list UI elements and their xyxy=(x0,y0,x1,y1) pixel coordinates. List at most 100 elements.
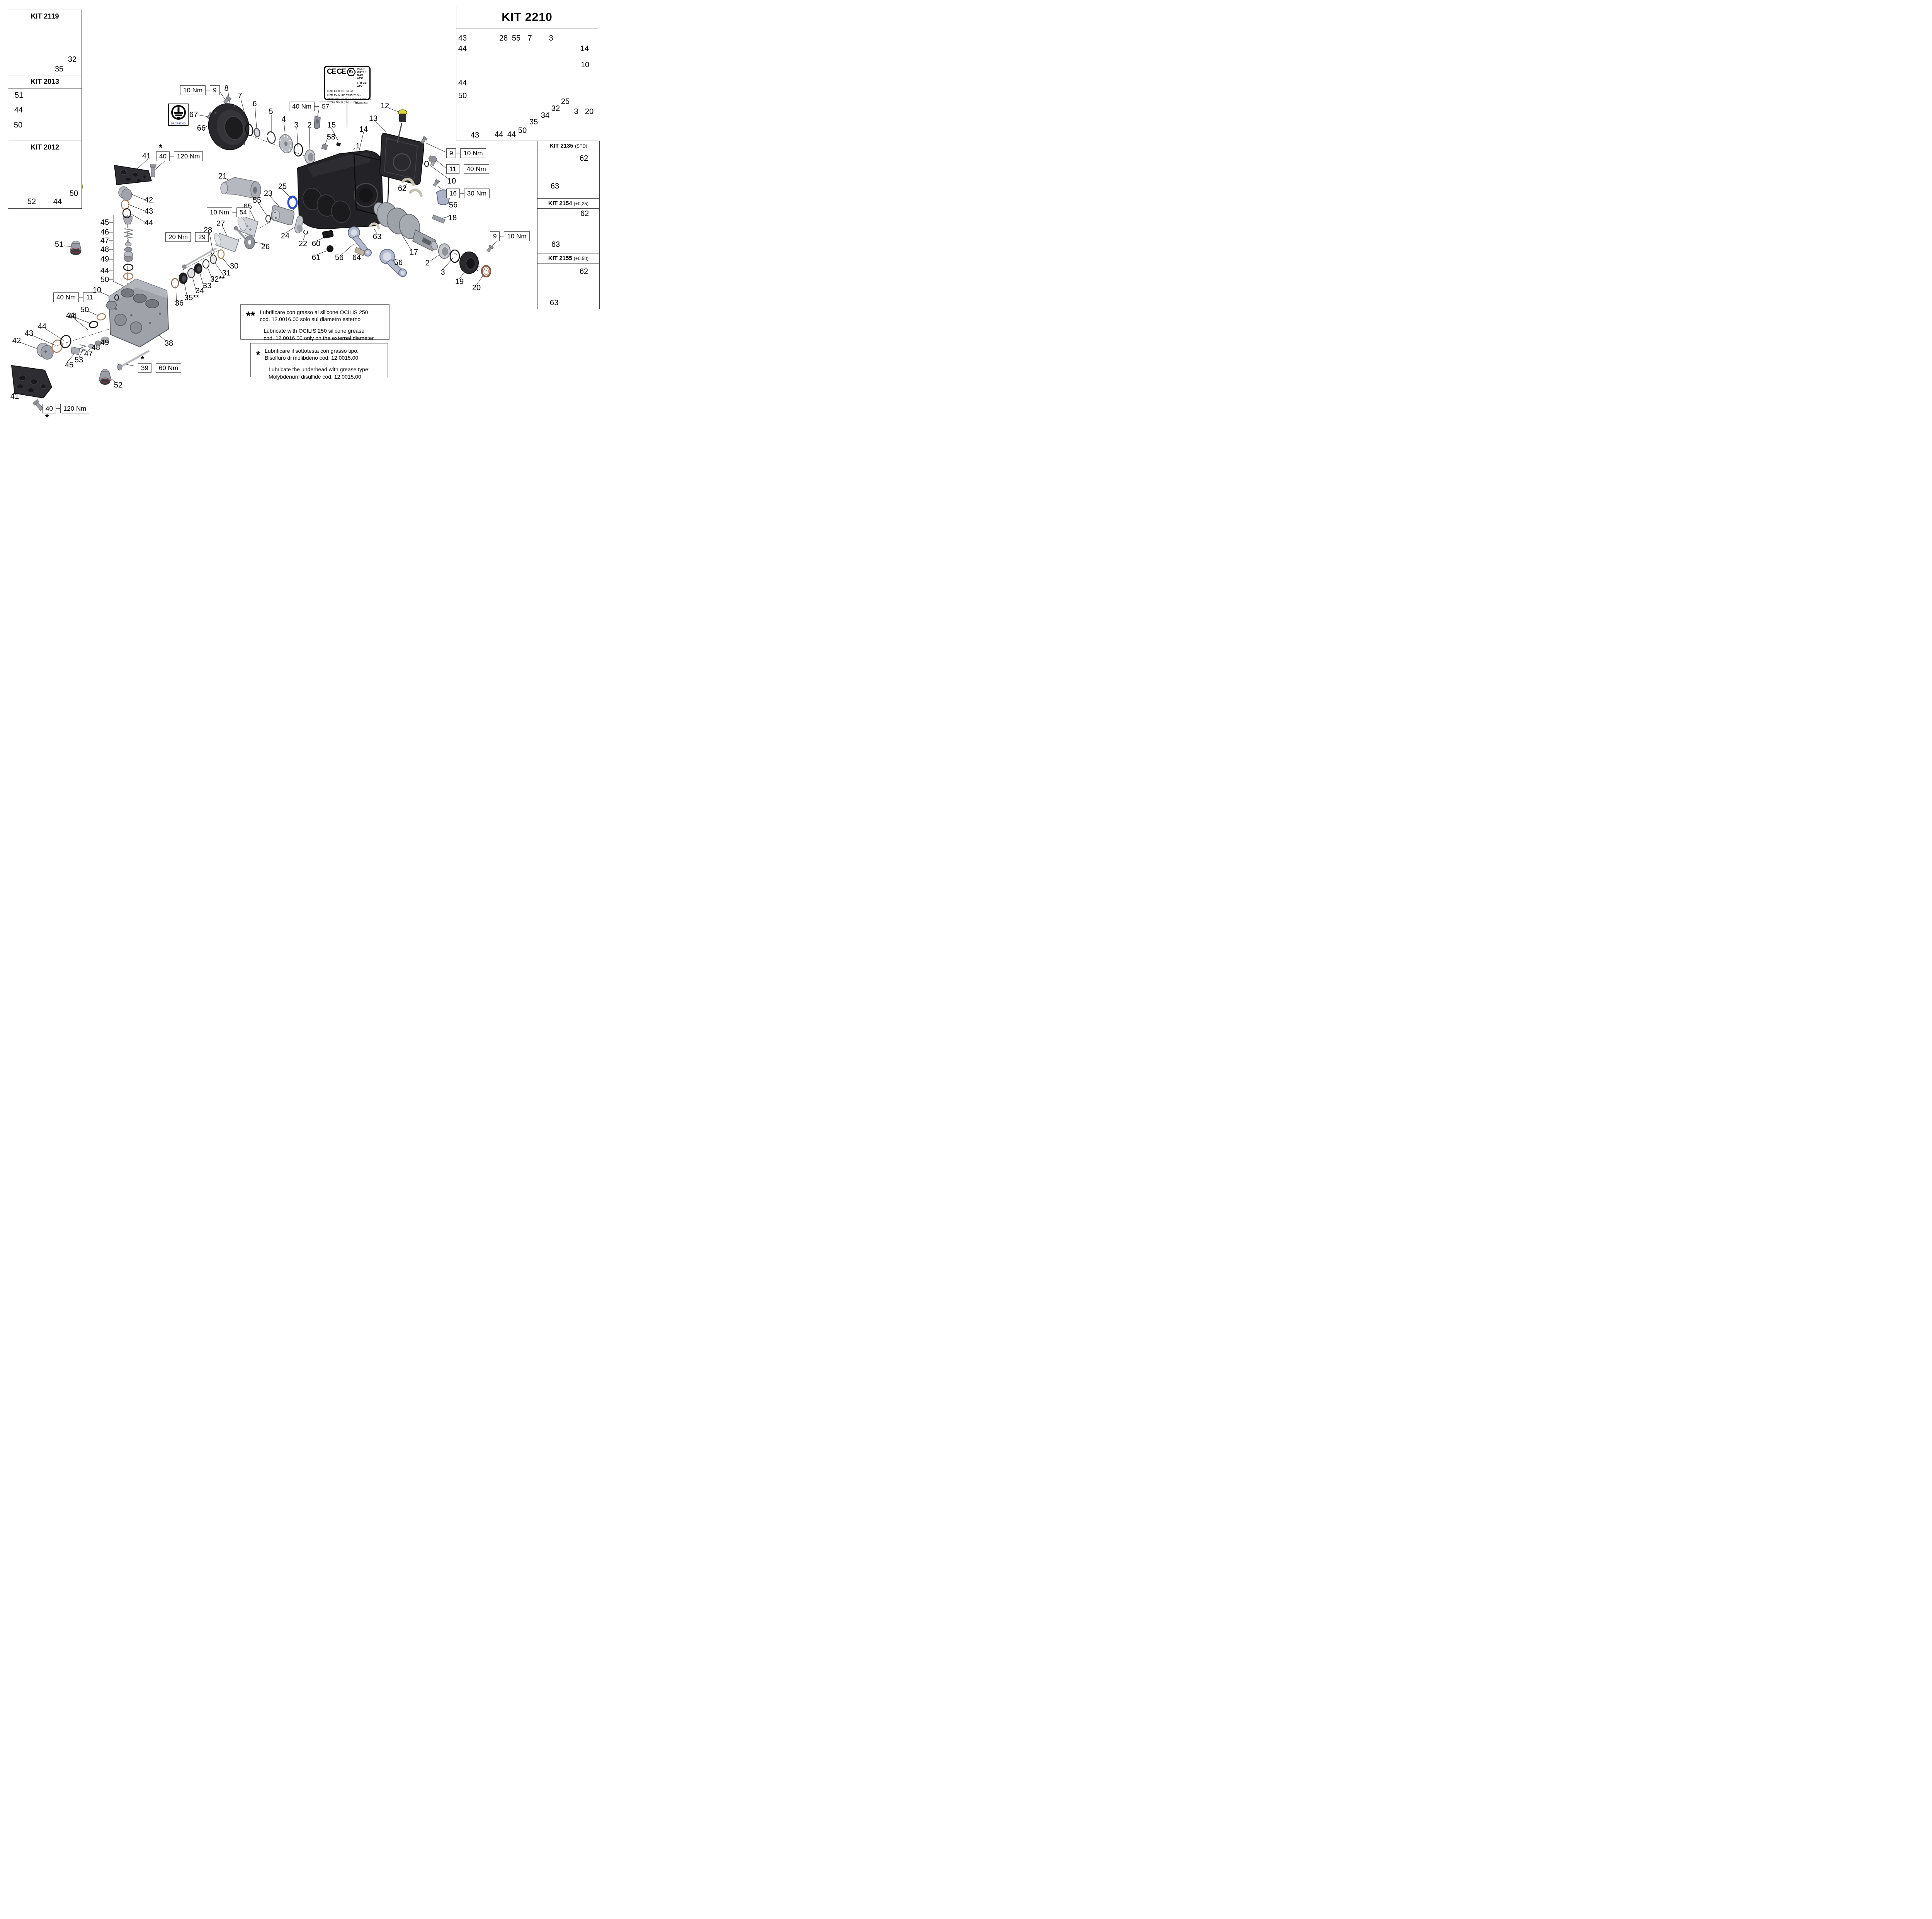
plate-code: 98288850 xyxy=(354,101,367,105)
piston-42b xyxy=(37,343,54,360)
part-label-52: 52 xyxy=(114,381,123,389)
shaft-key-18 xyxy=(432,214,446,224)
part-label-43: 43 xyxy=(458,34,467,42)
o-ring-44 xyxy=(123,263,134,271)
ground-plate-code: 98.2887.00 xyxy=(171,122,186,125)
part-label-26: 26 xyxy=(261,243,270,251)
part-label-43: 43 xyxy=(144,207,153,216)
part-label-48: 48 xyxy=(100,245,109,254)
kit-2155-title: KIT 2155 xyxy=(548,255,572,262)
torque-value-box: 30 Nm xyxy=(464,189,490,198)
part-label-25: 25 xyxy=(278,182,287,191)
part-label-31: 31 xyxy=(222,269,231,277)
inlet-water-line: INLET WATER xyxy=(357,68,367,74)
crankshaft xyxy=(373,202,438,252)
torque-value-box: 40 Nm xyxy=(289,102,315,111)
part-label-61: 61 xyxy=(311,253,321,262)
grease-asterisk: * xyxy=(45,412,49,423)
kit-2012-box: KIT 2012 xyxy=(8,141,82,209)
part-label-15: 15 xyxy=(327,121,336,129)
part-label-52: 52 xyxy=(27,197,36,206)
part-label-5: 5 xyxy=(269,107,273,116)
part-label-56: 56 xyxy=(449,201,458,209)
grease-asterisk: * xyxy=(159,143,163,153)
part-label-51: 51 xyxy=(14,91,24,100)
plunger-seal-stack xyxy=(171,249,225,289)
part-label-24: 24 xyxy=(281,232,290,240)
kit-2135-suffix: (STD) xyxy=(575,143,587,149)
part-label-3: 3 xyxy=(549,34,553,42)
part-label-4: 4 xyxy=(281,115,286,124)
part-label-30: 30 xyxy=(230,262,239,270)
part-label-2: 2 xyxy=(425,259,430,267)
part-label-63: 63 xyxy=(549,299,559,307)
o-ring-3b xyxy=(449,249,460,263)
part-label-47: 47 xyxy=(84,350,93,358)
bearing-2 xyxy=(304,150,315,164)
o-ring-44b xyxy=(88,321,99,328)
head-plug-10 xyxy=(105,294,119,309)
part-label-50: 50 xyxy=(80,306,89,314)
oil-plug-61 xyxy=(327,245,333,252)
valve-seat-48 xyxy=(124,247,133,252)
head-bolt-40 xyxy=(32,399,44,411)
part-label-3: 3 xyxy=(440,268,445,277)
torque-value-box: 120 Nm xyxy=(173,151,203,161)
part-ref-box: 9 xyxy=(490,231,500,241)
part-label-25: 25 xyxy=(561,97,570,106)
piston-65 xyxy=(237,216,259,237)
part-label-62: 62 xyxy=(398,184,407,193)
ce-mark: CE xyxy=(337,68,346,76)
guide-block-23 xyxy=(270,205,295,226)
part-label-44: 44 xyxy=(14,106,23,114)
o-ring-50 xyxy=(123,272,134,280)
torque-value-box: 40 Nm xyxy=(463,164,489,174)
part-label-21: 21 xyxy=(218,172,227,180)
part-label-10: 10 xyxy=(580,61,590,69)
bracket-58 xyxy=(321,143,328,150)
note-it-line2: cod. 12.0016.00 solo sul diametro estern… xyxy=(260,316,361,323)
o-ring-50b xyxy=(96,313,106,321)
oil-cap-60 xyxy=(322,230,334,238)
crankcase xyxy=(297,150,384,229)
asterisk-marker: * xyxy=(256,349,260,360)
valve-cap-51 xyxy=(70,241,82,255)
part-label-44: 44 xyxy=(494,130,503,139)
kit-2154-box: KIT 2154 (+0,25) xyxy=(537,198,600,253)
o-ring-55 xyxy=(265,215,271,223)
part-label-63: 63 xyxy=(551,240,560,249)
part-label-3: 3 xyxy=(294,121,299,129)
part-label-41: 41 xyxy=(142,152,151,160)
part-ref-box: 57 xyxy=(319,102,332,111)
valve-parts-column xyxy=(123,216,134,280)
head-bolt-40t xyxy=(150,164,156,177)
part-label-56: 56 xyxy=(335,253,344,262)
part-label-55: 55 xyxy=(512,34,521,42)
o-ring-10 xyxy=(424,161,429,167)
ground-symbol-plate: 98.2887.00 xyxy=(168,104,189,126)
part-label-10: 10 xyxy=(447,177,456,185)
torque-value-box: 20 Nm xyxy=(165,232,191,242)
kit-2154-suffix: (+0,25) xyxy=(573,201,589,206)
valve-cage-45 xyxy=(123,216,133,224)
note-it-line1: Lubrificare il sottotesta con grasso tip… xyxy=(265,348,359,354)
manufacturer-line2: S.Ilario 42049 (RE) - ITALY xyxy=(327,101,359,104)
atex-rating-plate: CE CE Ex INLET WATER MAX. 40°C F/T: 71-A… xyxy=(324,66,371,105)
tag-connector xyxy=(315,106,319,107)
part-ref-box: 16 xyxy=(446,189,460,198)
oil-dipstick xyxy=(396,109,407,143)
plunger-pipe-27 xyxy=(214,233,240,253)
part-label-62: 62 xyxy=(580,209,589,218)
part-label-66: 66 xyxy=(197,124,206,133)
part-label-7: 7 xyxy=(238,92,242,100)
part-label-50: 50 xyxy=(69,189,78,198)
o-ring-44c xyxy=(60,335,71,348)
connecting-rod xyxy=(348,226,372,257)
seal-ring-25 xyxy=(287,195,298,209)
tag-connector xyxy=(459,193,464,194)
part-label-35**: 35** xyxy=(184,294,199,302)
flange-bolt-9b xyxy=(486,245,494,253)
part-label-60: 60 xyxy=(311,240,321,248)
